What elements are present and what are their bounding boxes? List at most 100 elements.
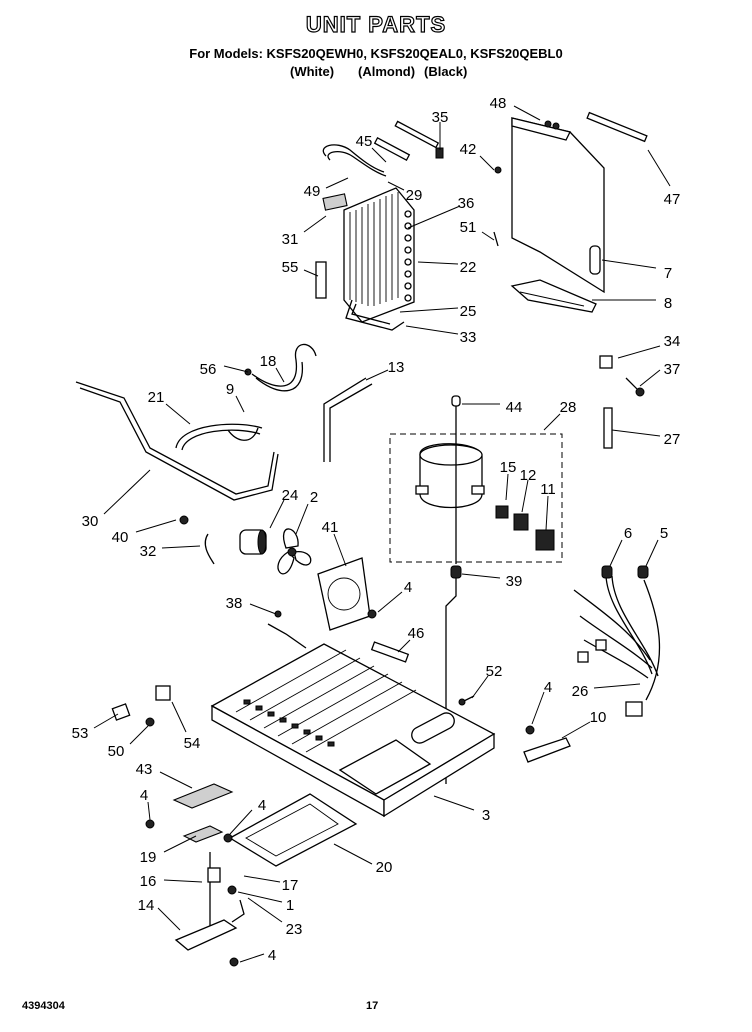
model-numbers: For Models: KSFS20QEWH0, KSFS20QEAL0, KS… [189, 46, 563, 61]
callout-c28: 28 [560, 399, 577, 416]
leader-c34 [617, 345, 661, 359]
rod-27 [603, 407, 613, 449]
callout-c36: 36 [458, 195, 475, 212]
part-14 [174, 919, 238, 951]
leader-c39 [461, 573, 501, 579]
pad-31 [322, 193, 348, 211]
leader-c38 [249, 603, 277, 615]
callout-c10: 10 [590, 709, 607, 726]
leader-c21 [165, 403, 191, 425]
callout-c32: 32 [140, 543, 157, 560]
callout-c9: 9 [226, 381, 234, 398]
callout-c2: 2 [310, 489, 318, 506]
compressor-group-box [389, 433, 563, 563]
leader-c30 [103, 469, 151, 515]
leader-c55 [303, 269, 319, 277]
bracket-10 [523, 737, 571, 763]
callout-c30: 30 [82, 513, 99, 530]
tube-30 [75, 381, 275, 495]
leader-c45 [371, 147, 387, 163]
callout-c23: 23 [286, 921, 303, 938]
callout-c25: 25 [460, 303, 477, 320]
leader-c23 [247, 897, 283, 923]
leader-c49 [325, 177, 349, 189]
callout-c55: 55 [282, 259, 299, 276]
callout-c39: 39 [506, 573, 523, 590]
leader-c50 [129, 725, 149, 745]
leader-c28 [543, 413, 561, 431]
callout-c49: 49 [304, 183, 321, 200]
part-17 [207, 867, 221, 883]
callout-c42: 42 [460, 141, 477, 158]
leader-c15 [505, 473, 509, 501]
leader-c12 [521, 479, 529, 513]
leader-c24 [269, 499, 285, 529]
callout-c16: 16 [140, 873, 157, 890]
leader-c36 [407, 205, 461, 229]
callout-c46: 46 [408, 625, 425, 642]
leader-c26 [593, 683, 641, 689]
leader-c27 [611, 429, 661, 437]
leader-c25 [399, 307, 459, 313]
tube-13 [323, 377, 367, 462]
drain-tray [510, 279, 597, 313]
leader-c48 [513, 105, 541, 121]
fan-blade [277, 528, 312, 575]
color-label-black: (Black) [424, 64, 468, 79]
callout-c11: 11 [540, 481, 556, 498]
callout-c4b: 4 [544, 679, 552, 696]
overload-12 [513, 513, 529, 531]
leader-c1 [237, 891, 283, 903]
callout-c41: 41 [322, 519, 339, 536]
color-label-almond: (Almond) [358, 64, 416, 79]
callout-c37: 37 [664, 361, 681, 378]
callout-c54: 54 [184, 735, 201, 752]
leader-c56 [223, 365, 249, 373]
leader-c33 [405, 325, 459, 335]
callout-c43: 43 [136, 761, 153, 778]
callout-c34: 34 [664, 333, 681, 350]
drain-pan-20 [228, 793, 358, 867]
leader-c10 [561, 721, 591, 739]
callout-c24: 24 [282, 487, 299, 504]
leader-c43 [159, 771, 193, 789]
callout-c18: 18 [260, 353, 277, 370]
callout-c38: 38 [226, 595, 243, 612]
callout-c48: 48 [490, 95, 507, 112]
leader-c14 [157, 907, 181, 931]
callout-c50: 50 [108, 743, 125, 760]
tube-21 [175, 423, 263, 449]
part-53 [111, 703, 131, 721]
leader-c3 [433, 795, 475, 811]
leader-c4c [147, 801, 151, 821]
start-device-11 [535, 529, 555, 551]
leader-c7 [601, 259, 657, 269]
leader-c5 [645, 539, 659, 567]
relay-15 [495, 505, 509, 519]
fan-shroud [317, 557, 371, 631]
callout-c40: 40 [112, 529, 129, 546]
leader-c20 [333, 843, 373, 865]
callout-c5: 5 [660, 525, 668, 542]
leader-c4e [239, 953, 265, 963]
leader-c29 [387, 181, 405, 191]
callout-c33: 33 [460, 329, 477, 346]
strip-55 [315, 261, 327, 299]
condenser-coil [343, 187, 415, 331]
fan-motor [239, 529, 267, 555]
callout-c29: 29 [406, 187, 423, 204]
callout-c3: 3 [482, 807, 490, 824]
leader-c54 [171, 701, 187, 733]
part-54 [155, 685, 171, 701]
callout-c12: 12 [520, 467, 537, 484]
callout-c56: 56 [200, 361, 217, 378]
leader-c17 [243, 875, 281, 883]
leader-c22 [417, 261, 459, 265]
clip-34 [599, 355, 613, 369]
leader-c6 [609, 539, 623, 567]
leader-c2 [295, 503, 309, 535]
callout-c15: 15 [500, 459, 517, 476]
callout-c17: 17 [282, 877, 299, 894]
